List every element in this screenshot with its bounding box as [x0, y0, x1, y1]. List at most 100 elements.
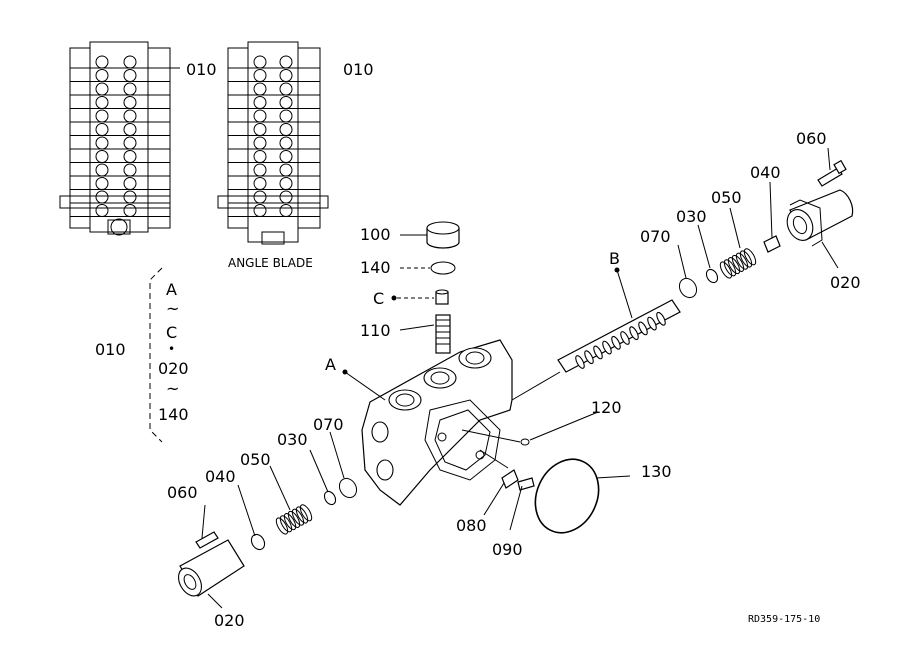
label-040-left: 040 — [205, 467, 236, 486]
spring-coil — [279, 515, 293, 533]
spring-coil — [731, 254, 745, 272]
stack-circle — [279, 190, 293, 204]
stack-circle — [253, 177, 267, 190]
label-020-right: 020 — [830, 273, 861, 292]
stack-circle — [123, 177, 137, 190]
oring-130 — [534, 458, 600, 534]
bolt-060-left — [195, 531, 219, 549]
stack-circle — [279, 177, 293, 190]
set-bracket — [149, 267, 163, 443]
washer-030-right — [705, 268, 719, 284]
spring-coil — [739, 250, 753, 268]
stack-circle — [95, 55, 109, 69]
stack-circle — [123, 109, 137, 123]
seat-040-right — [763, 235, 781, 253]
spring-coil — [735, 252, 749, 270]
stack-circle — [123, 190, 137, 204]
stack-circle — [95, 109, 109, 123]
stack-circle — [279, 96, 293, 109]
stack-circle — [123, 204, 137, 217]
spool-land — [602, 340, 612, 355]
valve-body — [361, 339, 561, 506]
stack-circle — [95, 177, 109, 190]
spool-land — [656, 311, 666, 326]
callout-dot-a — [342, 369, 348, 375]
set-label-tilde-2: ~ — [166, 379, 179, 398]
spring-050-right — [719, 248, 757, 279]
reference-code: RD359-175-10 — [748, 614, 820, 625]
label-050-right: 050 — [711, 188, 742, 207]
oring-120 — [520, 438, 530, 446]
set-label-dot: • — [168, 342, 175, 356]
stack-circle — [95, 204, 109, 217]
set-label-140: 140 — [158, 405, 189, 424]
stack-circle — [95, 82, 109, 96]
spool-land — [638, 321, 648, 336]
stack-circle — [253, 204, 267, 217]
stack-circle — [279, 82, 293, 96]
stack-circle — [279, 109, 293, 123]
stack-circle — [123, 123, 137, 136]
stack-circle — [253, 69, 267, 82]
bolt-060-right — [817, 159, 847, 187]
label-070-left: 070 — [313, 415, 344, 434]
stack-circle — [253, 136, 267, 150]
plug-c — [435, 289, 449, 305]
spool-land — [593, 345, 603, 360]
label-c: C — [373, 289, 384, 308]
set-label-a: A — [166, 280, 177, 299]
label-010-set: 010 — [95, 340, 126, 359]
stack-circle — [253, 190, 267, 204]
stack-circle — [253, 163, 267, 177]
leader-lines — [201, 147, 839, 609]
oring-070-right — [678, 277, 698, 299]
stack-circle — [279, 123, 293, 136]
stack-circle — [279, 204, 293, 217]
valve-stack-left — [59, 41, 180, 236]
oring-070-left — [338, 477, 358, 499]
spring-coil — [299, 504, 313, 522]
stack-circle — [123, 96, 137, 109]
seat-040-left — [250, 533, 266, 551]
stack-circle — [253, 109, 267, 123]
set-label-c: C — [166, 323, 177, 342]
set-label-tilde-1: ~ — [166, 299, 179, 318]
spool-land — [575, 355, 585, 369]
callout-dot-c — [391, 295, 397, 301]
stack-circle — [253, 55, 267, 69]
washer-030-left — [323, 490, 337, 506]
label-120: 120 — [591, 398, 622, 417]
label-100: 100 — [360, 225, 391, 244]
stack-circle — [123, 69, 137, 82]
label-060-left: 060 — [167, 483, 198, 502]
label-080: 080 — [456, 516, 487, 535]
spring-coil — [291, 508, 305, 526]
label-030-right: 030 — [676, 207, 707, 226]
cap-020-left — [177, 539, 245, 597]
stack-circle — [95, 150, 109, 163]
stack-circle — [279, 163, 293, 177]
label-140: 140 — [360, 258, 391, 277]
label-010-top-left: 010 — [186, 60, 217, 79]
spring-coil — [727, 257, 741, 275]
spring-coil — [295, 506, 309, 524]
spring-coil — [283, 513, 297, 531]
label-110: 110 — [360, 321, 391, 340]
label-030-left: 030 — [277, 430, 308, 449]
stack-circle — [95, 96, 109, 109]
stack-circle — [279, 150, 293, 163]
label-010-top-right: 010 — [343, 60, 374, 79]
spool-land — [584, 350, 594, 365]
spool-land — [620, 331, 630, 345]
stack-circle — [95, 123, 109, 136]
spool-land — [611, 335, 621, 350]
cap-100 — [426, 221, 460, 249]
stack-circle — [123, 163, 137, 177]
set-label-020: 020 — [158, 359, 189, 378]
stack-circle — [279, 136, 293, 150]
plug-080 — [501, 469, 519, 489]
spring-coil — [723, 259, 737, 277]
spool-land — [629, 326, 639, 341]
stack-circle — [95, 163, 109, 177]
